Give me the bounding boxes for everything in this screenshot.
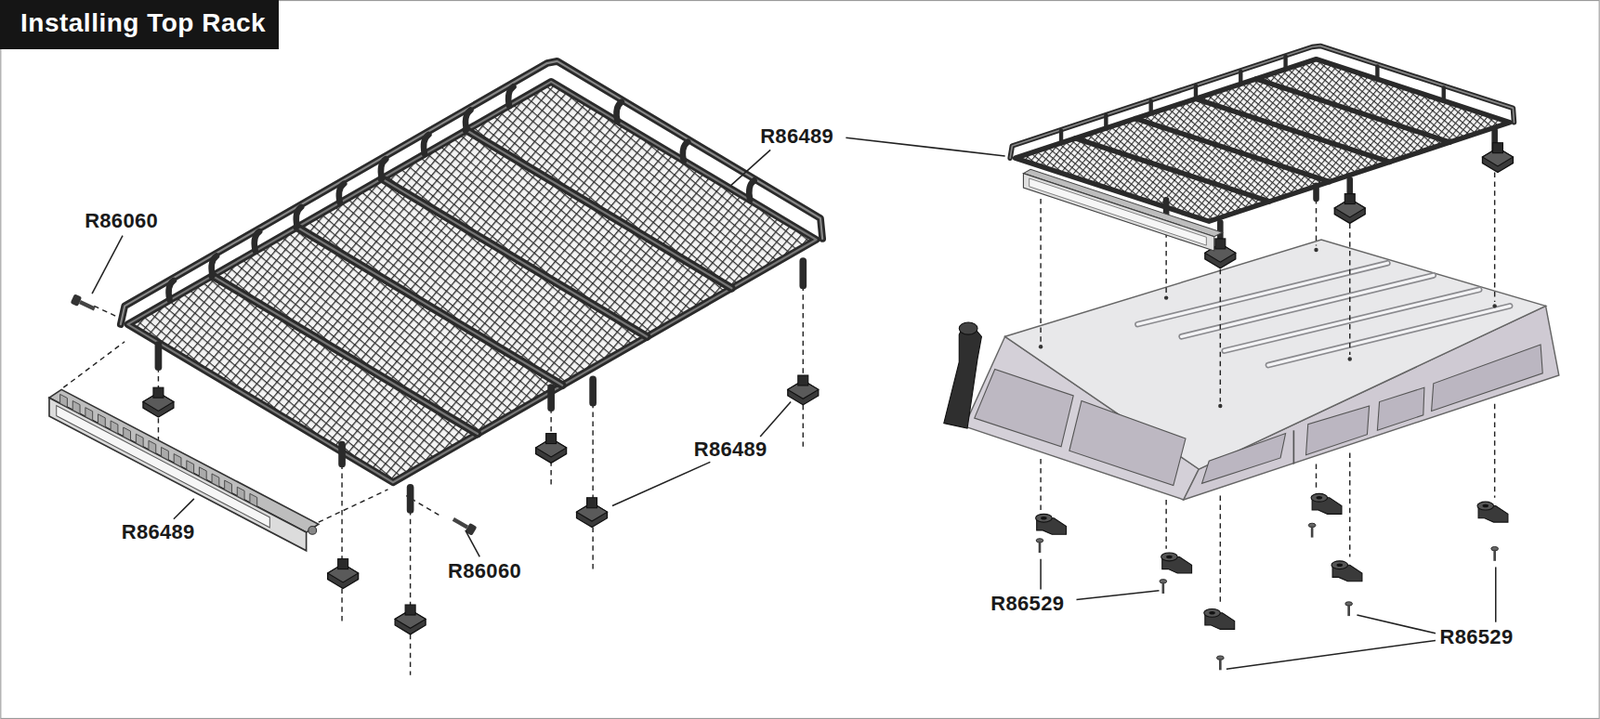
- part-number: R86529: [990, 592, 1064, 616]
- title-banner: Installing Top Rack: [0, 0, 279, 50]
- part-number: R86489: [694, 438, 768, 461]
- part-number: R86060: [84, 209, 158, 233]
- part-number: R86489: [121, 521, 196, 544]
- part-number: R86489: [760, 125, 834, 148]
- part-number: R86529: [1440, 626, 1514, 649]
- part-number: R86060: [447, 560, 522, 583]
